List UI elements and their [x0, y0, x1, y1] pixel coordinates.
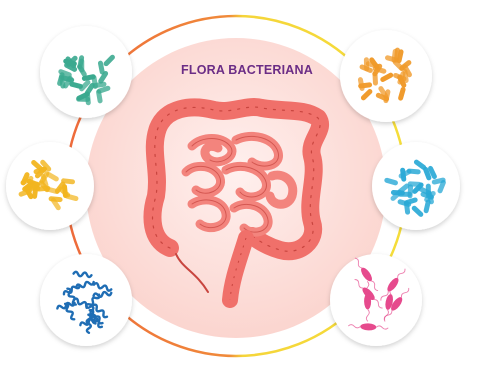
- bacteria-bubble-yellow: [6, 142, 94, 230]
- bacteria-bubble-orange: [340, 30, 432, 122]
- bacteria-bubble-pink: [330, 254, 422, 346]
- bacteria-bubble-green: [40, 26, 132, 118]
- bacteria-bubble-cyan: [372, 142, 460, 230]
- bacteria-bubble-blue: [40, 254, 132, 346]
- diagram-title: FLORA BACTERIANA: [181, 63, 313, 77]
